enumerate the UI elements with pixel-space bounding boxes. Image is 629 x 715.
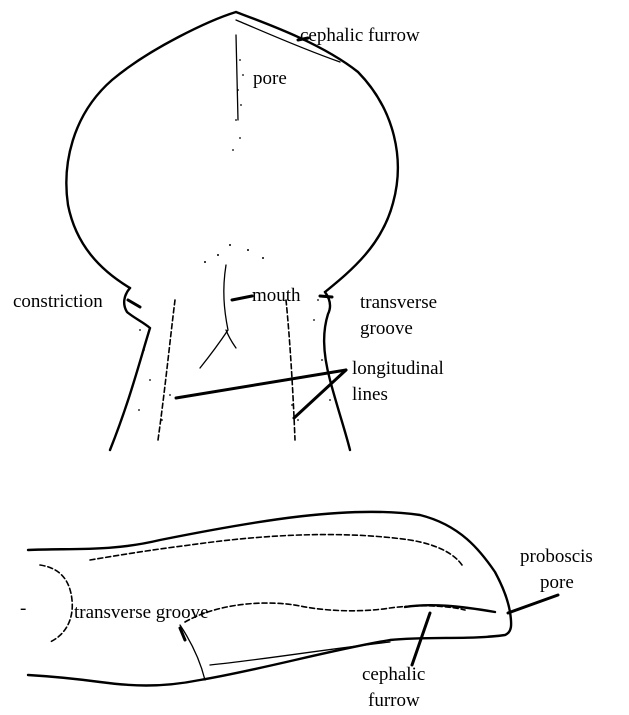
label-proboscis-2: pore bbox=[540, 572, 574, 593]
label-transverse-bottom: transverse groove bbox=[74, 602, 209, 623]
proboscis-outline bbox=[66, 12, 397, 292]
leader-mouth bbox=[232, 296, 252, 300]
lateral-view-drawing bbox=[28, 512, 511, 686]
leader-constriction bbox=[128, 300, 140, 307]
label-transverse-top-1: transverse bbox=[360, 292, 437, 313]
label-proboscis-1: proboscis bbox=[520, 546, 593, 567]
label-pore-top: pore bbox=[253, 68, 287, 89]
lateral-lower-line bbox=[210, 642, 390, 665]
mouth-slit-2 bbox=[226, 330, 236, 348]
mouth-slit bbox=[200, 265, 228, 368]
lateral-body-outline bbox=[28, 512, 511, 686]
label-longitudinal-2: lines bbox=[352, 384, 388, 405]
leader-proboscis-pore bbox=[508, 595, 558, 613]
label-mouth: mouth bbox=[252, 285, 301, 306]
lateral-inner-dashed bbox=[40, 565, 72, 642]
lateral-furrow bbox=[405, 605, 495, 612]
label-constriction: constriction bbox=[13, 291, 103, 312]
label-cephalic-bottom-1: cephalic bbox=[362, 664, 425, 685]
lateral-inner-dashed-2 bbox=[90, 535, 462, 565]
longitudinal-line-left bbox=[158, 300, 175, 440]
dorsal-view-drawing bbox=[66, 12, 397, 450]
collar-outline bbox=[110, 288, 150, 450]
label-cephalic-furrow-top: cephalic furrow bbox=[300, 25, 420, 46]
label-longitudinal-1: longitudinal bbox=[352, 358, 444, 379]
label-transverse-top-2: groove bbox=[360, 318, 413, 339]
label-cephalic-bottom-2: furrow bbox=[368, 690, 420, 711]
leader-transverse-top bbox=[320, 296, 332, 297]
stray-mark: - bbox=[20, 598, 26, 619]
pore-line bbox=[236, 35, 238, 120]
